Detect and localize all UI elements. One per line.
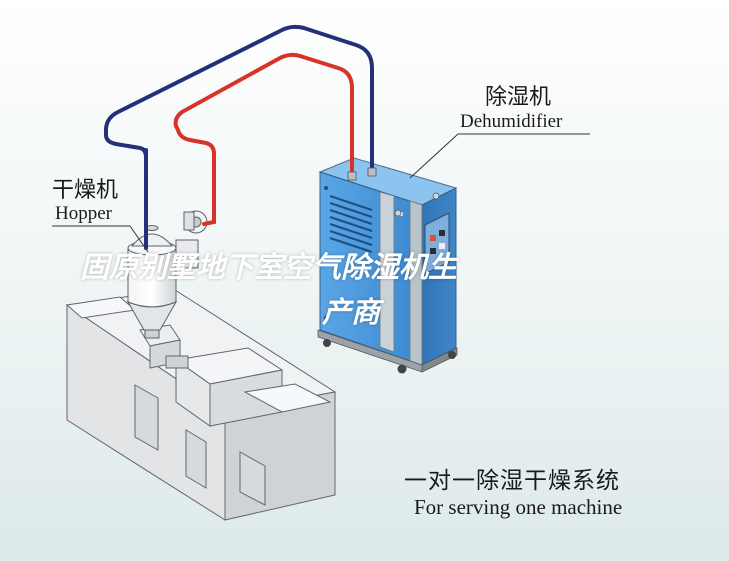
hopper-label-en: Hopper — [55, 203, 112, 224]
supply-air-pipe — [173, 52, 354, 226]
return-air-pipe-link — [104, 133, 148, 160]
system-caption-en: For serving one machine — [414, 495, 623, 519]
watermark-line-2: 产商 — [322, 295, 381, 329]
watermark-line-1: 固原别墅地下室空气除湿机生 — [80, 250, 458, 284]
hopper-leader-line — [129, 225, 149, 253]
system-caption-cn: 一对一除湿干燥系统 — [404, 468, 620, 494]
dehumidifier-label-cn: 除湿机 — [485, 85, 552, 110]
dehumidifier-label-en: Dehumidifier — [460, 111, 563, 132]
dehumidifier-unit — [317, 157, 458, 374]
hopper-label-cn: 干燥机 — [52, 178, 119, 203]
return-air-pipe — [104, 24, 374, 250]
hopper-dryer — [126, 210, 208, 339]
dehumidifier-leader-line — [409, 133, 459, 179]
processing-machine — [65, 289, 337, 521]
